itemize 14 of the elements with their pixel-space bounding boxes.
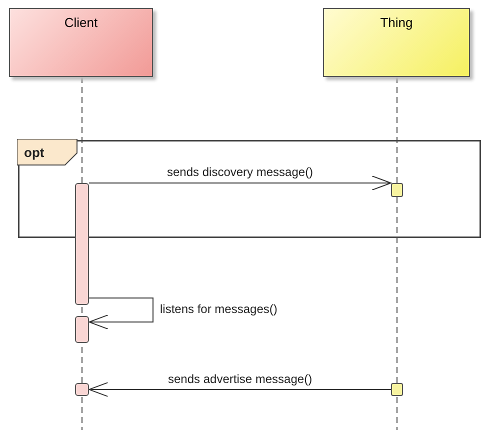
activation-bar xyxy=(75,383,89,396)
activation-box xyxy=(391,183,403,197)
fragment-label: opt xyxy=(24,145,44,160)
message-label: sends discovery message() xyxy=(167,165,314,179)
activation-bar xyxy=(75,183,89,305)
lifeline-head: Thing xyxy=(323,8,470,77)
message-arrow xyxy=(88,298,154,330)
message-label: listens for messages() xyxy=(160,302,278,316)
message-arrow xyxy=(88,176,392,190)
activation-bar xyxy=(75,316,89,343)
message-arrow xyxy=(88,382,392,397)
message-label: sends advertise message() xyxy=(168,372,312,386)
activation-box xyxy=(391,383,403,396)
lifeline-head: Client xyxy=(9,8,153,77)
